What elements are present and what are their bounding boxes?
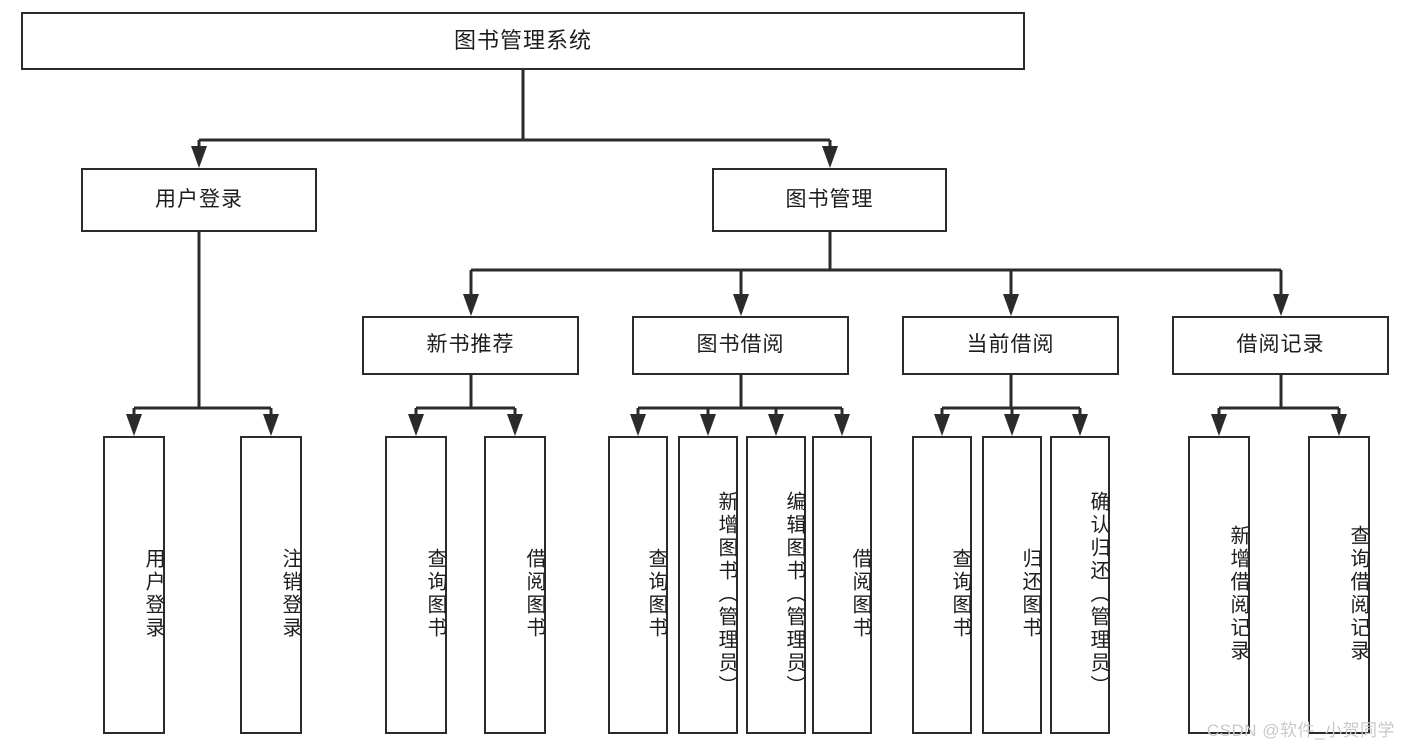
node-l-query3[interactable]: 查询图书 [912,436,972,734]
node-label: 借阅图书 [523,548,545,640]
node-label: 查询图书 [949,548,971,640]
node-l-query2[interactable]: 查询图书 [608,436,668,734]
node-records[interactable]: 借阅记录 [1172,316,1389,375]
watermark: CSDN @软件_小贺同学 [1206,721,1395,740]
node-l-edit[interactable]: 编辑图书（管理员） [746,436,806,734]
node-label: 确认归还（管理员） [1087,490,1109,698]
node-label: 新增图书（管理员） [715,490,737,698]
node-l-query1[interactable]: 查询图书 [385,436,447,734]
node-borrow[interactable]: 图书借阅 [632,316,849,375]
node-label: 借阅图书 [849,548,871,640]
node-label: 注销登录 [279,548,301,640]
node-bookmgmt[interactable]: 图书管理 [712,168,947,232]
node-root[interactable]: 图书管理系统 [21,12,1025,70]
node-l-borrow2[interactable]: 借阅图书 [812,436,872,734]
node-l-return[interactable]: 归还图书 [982,436,1042,734]
node-newbook[interactable]: 新书推荐 [362,316,579,375]
node-l-queryrec[interactable]: 查询借阅记录 [1308,436,1370,734]
node-l-borrow1[interactable]: 借阅图书 [484,436,546,734]
node-current[interactable]: 当前借阅 [902,316,1119,375]
node-l-logout[interactable]: 注销登录 [240,436,302,734]
node-l-confirm[interactable]: 确认归还（管理员） [1050,436,1110,734]
node-label: 用户登录 [142,548,164,640]
node-l-addrec[interactable]: 新增借阅记录 [1188,436,1250,734]
node-label: 查询图书 [645,548,667,640]
node-label: 新增借阅记录 [1227,525,1249,663]
node-login[interactable]: 用户登录 [81,168,317,232]
node-l-userlogin[interactable]: 用户登录 [103,436,165,734]
node-label: 查询借阅记录 [1347,525,1369,663]
node-label: 编辑图书（管理员） [783,490,805,698]
node-label: 查询图书 [424,548,446,640]
node-label: 归还图书 [1019,548,1041,640]
node-l-add[interactable]: 新增图书（管理员） [678,436,738,734]
